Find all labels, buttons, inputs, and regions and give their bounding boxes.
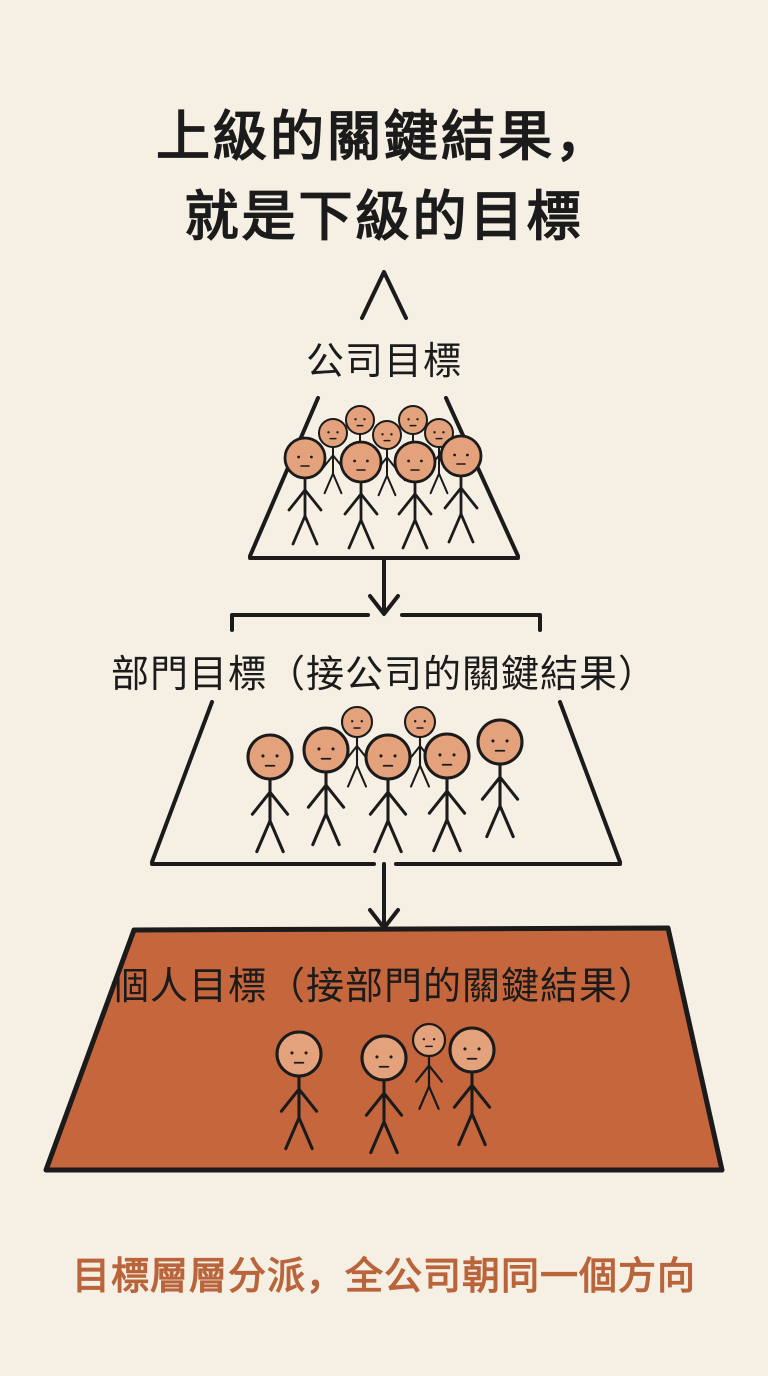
tier2-top-left <box>230 613 370 632</box>
pyramid-apex <box>360 270 408 320</box>
person-icon <box>423 732 471 853</box>
person-icon <box>476 718 524 839</box>
person-icon <box>393 440 437 550</box>
tier1-right-edge <box>444 396 520 558</box>
person-icon <box>360 1034 408 1155</box>
tier1-left-edge <box>248 396 320 558</box>
tier-label-individual: 個人目標（接部門的關鍵結果） <box>110 964 657 1008</box>
tier-label-department: 部門目標（接公司的關鍵結果） <box>110 652 657 696</box>
tier2-top-right <box>400 613 542 632</box>
title-line-2: 就是下級的目標 <box>184 185 584 248</box>
person-icon <box>364 733 412 854</box>
person-icon <box>439 434 483 544</box>
arrow-down-icon <box>368 556 400 616</box>
person-icon <box>246 733 294 854</box>
person-icon <box>302 726 350 847</box>
title-line-1: 上級的關鍵結果， <box>156 105 612 168</box>
footer-caption: 目標層層分派，全公司朝同一個方向 <box>71 1254 696 1298</box>
person-icon <box>318 418 348 495</box>
person-icon <box>339 440 383 550</box>
department-tier <box>150 613 622 866</box>
tier2-right-edge <box>558 700 622 864</box>
company-tier <box>248 270 520 560</box>
tier-label-company: 公司目標 <box>305 339 462 383</box>
tier2-left-edge <box>150 700 214 864</box>
person-icon <box>275 1030 323 1151</box>
person-icon <box>448 1026 496 1147</box>
person-icon <box>372 420 402 497</box>
person-icon <box>411 1022 447 1110</box>
person-icon <box>403 705 437 788</box>
arrow-down-icon <box>368 862 400 930</box>
person-icon <box>283 436 327 546</box>
person-icon <box>340 705 374 788</box>
stick-figures <box>246 405 524 1155</box>
